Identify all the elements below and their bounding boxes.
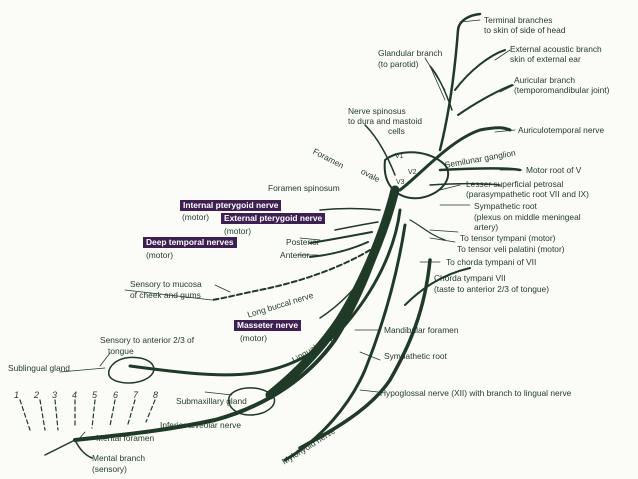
semilunar-ganglion-shape xyxy=(383,151,450,200)
glandular-branch-label-1: Glandular branch xyxy=(378,48,443,58)
internal-pterygoid-line xyxy=(319,207,381,211)
posterior-label: Posterior xyxy=(286,237,320,247)
nerve-spinosus-label-1: Nerve spinosus xyxy=(348,106,406,116)
to-tensor-tympani-label: To tensor tympani (motor) xyxy=(460,233,556,243)
glandular-branch-label-2: (to parotid) xyxy=(378,59,419,69)
anterior-label: Anterior xyxy=(280,250,310,260)
nerve-spinosus-label-2: to dura and mastoid xyxy=(348,116,423,126)
mental-branch-label-1: Mental branch xyxy=(92,453,146,463)
long-buccal-line xyxy=(211,249,371,301)
deep-temporal-posterior-line xyxy=(309,231,373,244)
pointer-lines xyxy=(59,19,523,441)
internal-pterygoid-motor-label: (motor) xyxy=(182,212,209,222)
masseter-nerve-label: Masseter nerve xyxy=(234,320,301,331)
lesser-superficial-petrosal-label-1: Lesser superficial petrosal xyxy=(466,179,564,189)
lesser-superficial-petrosal-label-2: (parasympathetic root VII and IX) xyxy=(466,189,589,199)
auriculotemporal-nerve-label: Auriculotemporal nerve xyxy=(518,125,605,135)
inferior-alveolar-nerve-label: Inferior alveolar nerve xyxy=(160,420,241,430)
chorda-tympani-label-1: Chorda tympani VII xyxy=(434,273,506,283)
mental-branch-lines xyxy=(44,439,93,459)
tooth-number-7: 7 xyxy=(133,390,139,400)
hypoglossal-trunk xyxy=(298,258,432,450)
tooth-number-2: 2 xyxy=(34,390,40,400)
chorda-tympani-label-2: (taste to anterior 2/3 of tongue) xyxy=(434,284,549,294)
external-acoustic-line xyxy=(454,49,506,91)
v3-label: V3 xyxy=(396,179,405,186)
motor-root-line xyxy=(438,167,522,172)
to-chorda-tympani-label: To chorda tympani of VII xyxy=(446,257,537,267)
auricular-branch-label-2: (temporomandibular joint) xyxy=(514,85,610,95)
mylohyoid-trunk xyxy=(283,223,407,462)
sympathetic-root-lower-label: Sympathetic root xyxy=(384,351,447,361)
deep-temporal-anterior-line xyxy=(309,241,369,258)
deep-temporal-nerves-label: Deep temporal nerves xyxy=(143,237,237,248)
mental-branch-label-2: (sensory) xyxy=(92,464,127,474)
external-pterygoid-motor-label: (motor) xyxy=(224,226,251,236)
external-acoustic-label-1: External acoustic branch xyxy=(510,44,602,54)
sublingual-gland-label: Sublingual gland xyxy=(8,363,70,373)
petrosal-line xyxy=(429,182,501,186)
tooth-number-5: 5 xyxy=(92,390,98,400)
submaxillary-gland-label: Submaxillary gland xyxy=(176,396,247,406)
terminal-branches-label-1: Terminal branches xyxy=(484,15,553,25)
terminal-branches-label-2: to skin of side of head xyxy=(484,25,566,35)
to-tensor-lines xyxy=(409,219,446,241)
auriculotemporal-upper-line xyxy=(438,12,482,152)
tooth-number-6: 6 xyxy=(113,390,119,400)
external-acoustic-label-2: skin of external ear xyxy=(510,54,581,64)
sensory-tongue-label-1: Sensory to anterior 2/3 of xyxy=(100,335,195,345)
auriculotemporal-nerve-line xyxy=(398,126,512,192)
auricular-branch-line xyxy=(457,84,513,116)
v2-label: V2 xyxy=(408,169,417,176)
sympathetic-root-upper-label-1: Sympathetic root xyxy=(474,201,537,211)
teeth-branch-lines xyxy=(19,399,156,431)
external-pterygoid-line xyxy=(334,221,379,231)
v1-label: V1 xyxy=(395,153,404,160)
lingual-trunk xyxy=(128,208,402,377)
tooth-number-8: 8 xyxy=(153,390,159,400)
deep-temporal-motor-label: (motor) xyxy=(146,250,173,260)
auricular-branch-label-1: Auricular branch xyxy=(514,75,575,85)
sublingual-gland-shape xyxy=(108,356,155,384)
internal-pterygoid-nerve-label: Internal pterygoid nerve xyxy=(180,200,282,211)
tooth-number-3: 3 xyxy=(52,390,58,400)
inferior-alveolar-trunk xyxy=(73,203,392,442)
nerve-spinosus-line xyxy=(364,124,396,176)
sensory-mucosa-label-2: of cheek and gums xyxy=(130,290,201,300)
tooth-number-4: 4 xyxy=(72,390,78,400)
hypoglossal-nerve-label: Hypoglossal nerve (XII) with branch to l… xyxy=(380,388,572,398)
sensory-tongue-label-2: tongue xyxy=(108,346,134,356)
foramen-spinosum-label: Foramen spinosum xyxy=(268,183,340,193)
sympathetic-root-upper-label-2: (plexus on middle meningeal xyxy=(474,212,581,222)
sympathetic-root-upper-label-3: artery) xyxy=(474,222,499,232)
external-pterygoid-nerve-label: External pterygoid nerve xyxy=(221,213,326,224)
tooth-number-1: 1 xyxy=(14,390,20,400)
masseter-motor-label: (motor) xyxy=(240,333,267,343)
mental-foramen-label: Mental foramen xyxy=(96,433,155,443)
to-tensor-veli-palatini-label: To tensor veli palatini (motor) xyxy=(457,244,565,254)
mandibular-foramen-label: Mandibular foramen xyxy=(384,325,459,335)
sensory-mucosa-label-1: Sensory to mucosa xyxy=(130,279,202,289)
motor-root-of-v-label: Motor root of V xyxy=(526,165,582,175)
masseter-line xyxy=(319,259,376,319)
nerve-spinosus-label-3: cells xyxy=(388,126,405,136)
chorda-tympani-trunk xyxy=(404,267,471,306)
submaxillary-gland-shape xyxy=(228,387,276,416)
